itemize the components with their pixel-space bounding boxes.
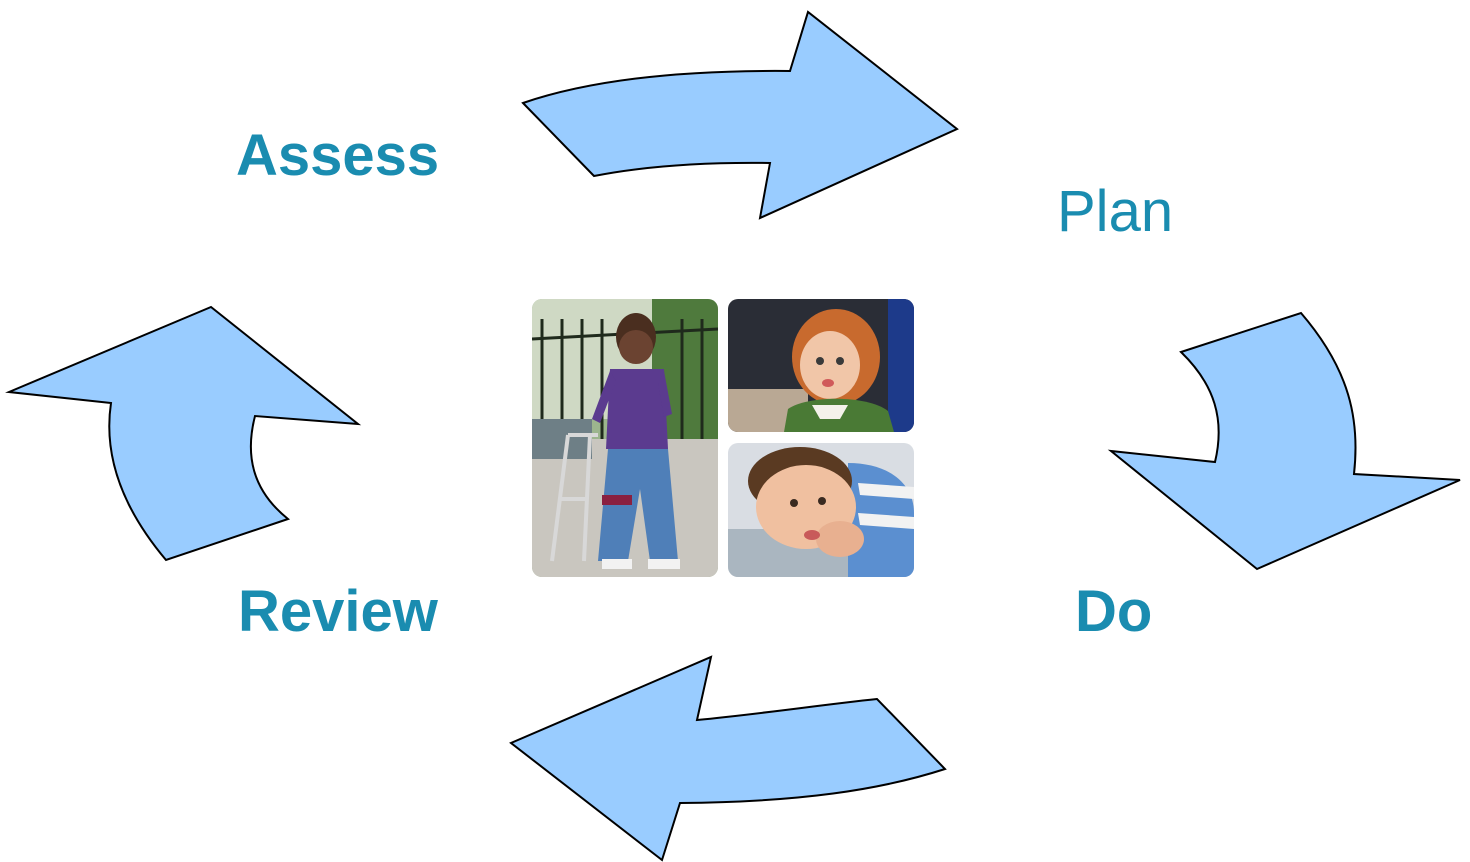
photo-red-haired-toddler: [728, 299, 914, 432]
arrow-assess-to-plan: [521, 10, 959, 220]
photo-boy-resting-head: [728, 443, 914, 577]
arrow-do-to-review: [509, 655, 947, 862]
stage-label-plan: Plan: [1057, 179, 1174, 244]
stage-label-do: Do: [1075, 579, 1153, 644]
stage-label-review: Review: [238, 579, 438, 644]
photo-girl-with-walker: [532, 299, 718, 577]
stage-label-assess: Assess: [236, 123, 440, 188]
arrow-review-to-assess: [5, 305, 362, 562]
arrow-plan-to-do: [1107, 311, 1461, 571]
